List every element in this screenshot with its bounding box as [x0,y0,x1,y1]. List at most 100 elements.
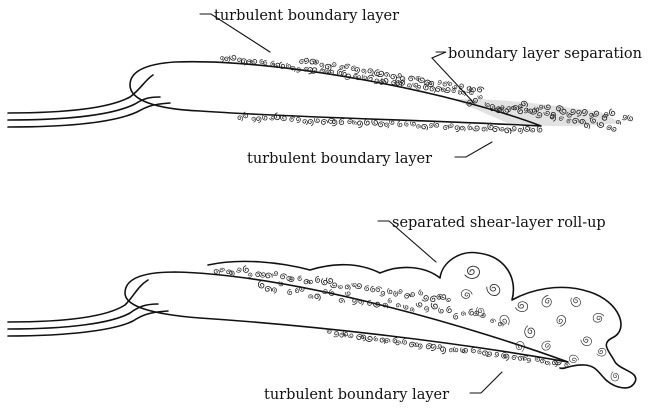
eddy-curl [436,344,442,349]
eddy-curl [443,82,448,87]
eddy-curl [376,287,382,292]
eddy-curl [472,125,480,132]
eddy-curl [430,86,436,93]
eddy-curl [308,119,313,125]
eddy-curl [302,119,307,125]
shear-vortex [515,301,528,313]
shear-vortex [569,295,582,309]
eddy-curl [321,119,329,126]
eddy-curl [477,86,484,92]
eddy-curl [315,294,321,301]
eddy-curl [307,278,313,284]
eddy-curl [344,290,351,297]
eddy-curl [421,123,428,131]
shear-vortex [593,313,604,322]
shear-vortex [485,281,502,298]
eddy-curl [365,335,373,343]
eddy-curl [264,285,272,293]
eddy-curl [265,272,273,280]
eddy-curl [356,120,364,128]
eddy-curl [486,352,492,357]
eddy-curl [297,275,303,281]
eddy-curl [404,121,409,126]
eddy-curl [504,127,512,136]
eddy-curl [281,274,287,279]
shear-vortex [475,306,484,316]
eddy-curl [272,287,278,293]
label-upper-turbulent-bl: turbulent boundary layer [200,8,399,52]
eddy-curl [352,120,357,126]
eddy-curl [308,294,314,300]
eddy-curl [529,126,535,133]
eddy-curl [443,125,450,132]
eddy-curl [418,289,424,295]
shear-vortex [579,335,593,348]
shear-layer-envelope [208,253,636,388]
label-upper-lower-turbulent-bl: turbulent boundary layer [247,142,492,167]
eddy-curl [621,115,628,121]
shear-vortex [597,348,606,356]
eddy-curl [540,358,547,365]
eddy-curl [337,284,343,290]
eddy-curl [477,348,483,354]
upper-panel: turbulent boundary layer boundary layer … [8,8,642,167]
lower-panel-lower-surface-eddies [327,328,570,367]
eddy-curl [247,272,253,278]
eddy-curl [219,267,225,273]
eddy-curl [272,271,278,276]
eddy-curl [258,281,264,288]
eddy-curl [468,308,476,316]
label-text: turbulent boundary layer [264,387,449,403]
eddy-curl [493,352,499,358]
eddy-curl [444,87,451,93]
eddy-curl [384,72,390,79]
eddy-curl [396,303,402,309]
eddy-curl [274,112,281,120]
eddy-curl [370,286,376,293]
eddy-curl [415,301,423,308]
eddy-curl [329,289,335,296]
eddy-curl [467,124,473,130]
shear-vortex [465,266,480,278]
eddy-curl [309,58,317,66]
eddy-curl [452,313,459,320]
eddy-curl [446,306,453,314]
eddy-curl [379,291,385,297]
eddy-curl [453,125,460,133]
airfoil-upper [130,62,541,126]
eddy-curl [512,355,518,360]
eddy-curl [289,116,295,121]
eddy-curl [537,126,543,133]
eddy-curl [256,116,262,123]
eddy-curl [430,295,438,302]
label-lower-turbulent-bl: turbulent boundary layer [264,372,502,403]
lower-streamlines [8,280,168,336]
eddy-curl [356,333,364,341]
eddy-curl [397,289,403,294]
eddy-curl [460,126,466,132]
eddy-curl [243,112,249,118]
eddy-curl [402,338,408,345]
shear-vortex [540,294,554,308]
eddy-curl [338,297,345,304]
eddy-curl [303,57,310,64]
eddy-curl [361,69,366,75]
eddy-curl [416,124,422,130]
eddy-curl [380,337,386,344]
shear-vortex [611,372,619,381]
eddy-curl [498,126,504,132]
eddy-curl [435,86,443,93]
eddy-curl [243,265,250,273]
label-text: separated shear-layer roll-up [392,215,606,231]
eddy-curl [518,128,523,134]
eddy-curl [430,301,438,310]
eddy-curl [438,307,443,313]
eddy-curl [439,346,447,354]
eddy-curl [395,340,402,346]
eddy-curl [351,282,357,288]
shear-vortex [555,314,568,328]
upper-streamlines [8,75,170,127]
eddy-curl [332,331,339,338]
eddy-curl [518,355,525,362]
